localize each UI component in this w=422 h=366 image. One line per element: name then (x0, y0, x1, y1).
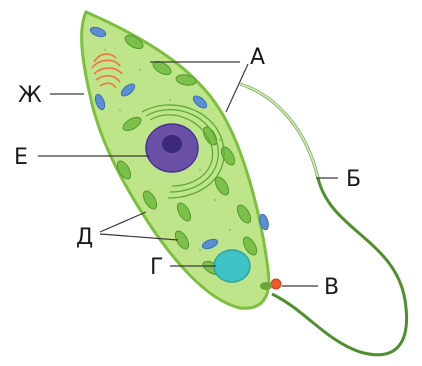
contractile-vacuole (214, 250, 250, 282)
nucleolus (162, 135, 182, 153)
label-d: Д (76, 225, 93, 250)
label-v: В (324, 275, 339, 300)
label-zh: Ж (18, 83, 42, 108)
label-b: Б (346, 167, 361, 192)
flagellum-thin-section (240, 84, 318, 178)
label-e: Е (14, 145, 28, 170)
label-g: Г (150, 255, 163, 280)
eyespot (271, 279, 281, 289)
label-a: А (250, 45, 265, 70)
flagellum-base (260, 282, 272, 290)
